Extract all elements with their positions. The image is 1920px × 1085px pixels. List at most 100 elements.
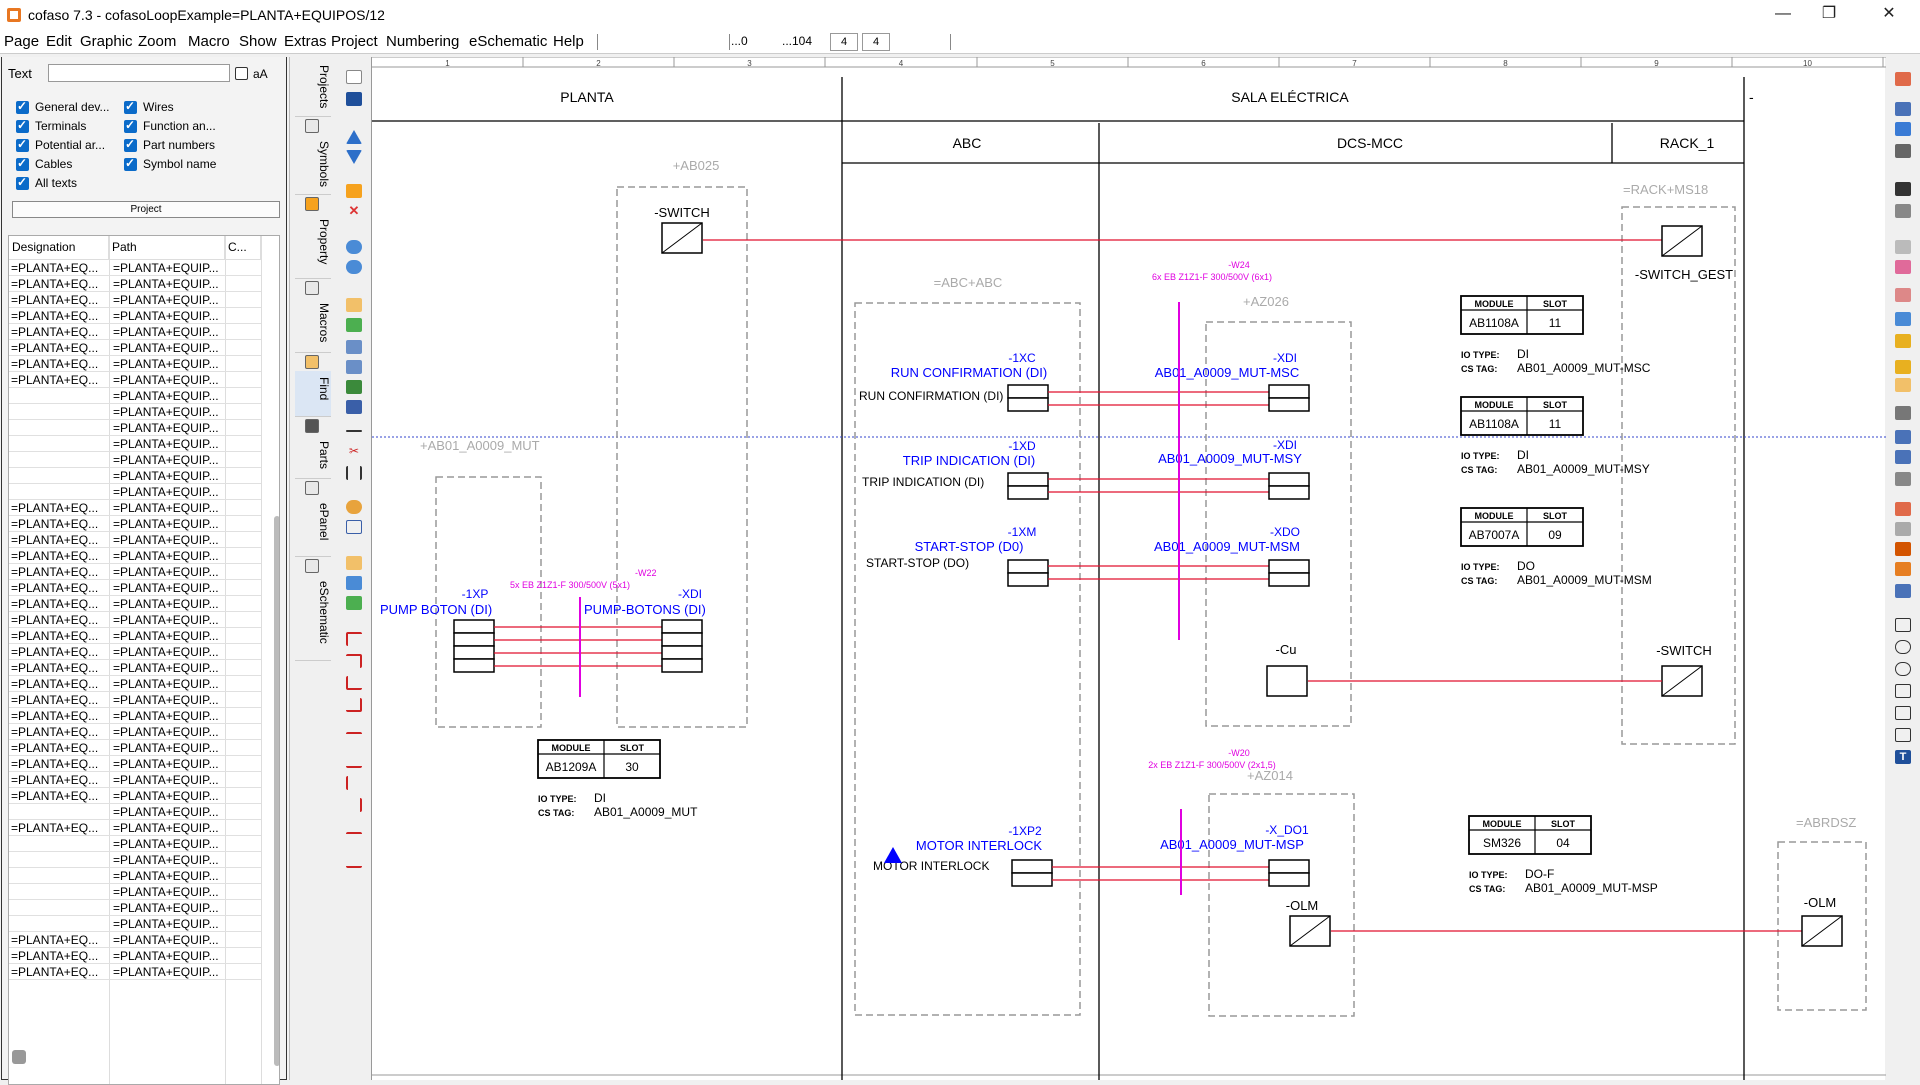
swatch-icon[interactable] (1895, 562, 1911, 576)
measure-icon[interactable] (346, 466, 362, 480)
check-icon[interactable] (346, 596, 362, 610)
tee-icon[interactable] (346, 732, 362, 746)
tee-icon[interactable] (346, 754, 362, 768)
wrench-icon[interactable] (1895, 312, 1911, 326)
text-icon[interactable]: T (1895, 750, 1911, 764)
document-icon[interactable] (1895, 72, 1911, 86)
menu-macro[interactable]: Macro (188, 33, 230, 50)
menu-zoom[interactable]: Zoom (138, 33, 177, 50)
grid-icon[interactable] (346, 400, 362, 414)
line-icon[interactable] (1895, 618, 1911, 632)
filter-checkbox-symbolname[interactable]: ✓ (124, 156, 137, 171)
tab-projects[interactable]: Projects (295, 59, 331, 117)
menu-project[interactable]: Project (331, 33, 378, 50)
junction-icon[interactable] (346, 854, 362, 868)
table-row[interactable]: =PLANTA+EQ...=PLANTA+EQUIP... (9, 516, 261, 532)
arrow-right-icon[interactable] (346, 318, 362, 332)
layout-icon[interactable] (1895, 122, 1911, 136)
column-header-path[interactable]: Path (109, 236, 225, 260)
gear-icon[interactable] (1895, 472, 1911, 486)
delete-icon[interactable]: ✕ (348, 203, 360, 218)
menu-graphic[interactable]: Graphic (80, 33, 133, 50)
table-row[interactable]: =PLANTA+EQ...=PLANTA+EQUIP... (9, 372, 261, 388)
table-row[interactable]: =PLANTA+EQ...=PLANTA+EQUIP... (9, 628, 261, 644)
table-row[interactable]: =PLANTA+EQ...=PLANTA+EQUIP... (9, 948, 261, 964)
table-row[interactable]: =PLANTA+EQUIP... (9, 804, 261, 820)
pen-icon[interactable] (346, 340, 362, 354)
undo-icon[interactable] (346, 240, 362, 254)
file-icon[interactable] (1895, 502, 1911, 516)
tab-find[interactable]: Find (295, 371, 331, 417)
corner-icon[interactable] (346, 698, 362, 712)
table-row[interactable]: =PLANTA+EQ...=PLANTA+EQUIP... (9, 548, 261, 564)
table-row[interactable]: =PLANTA+EQ...=PLANTA+EQUIP... (9, 292, 261, 308)
tab-parts[interactable]: Parts (295, 435, 331, 479)
filter-checkbox-function[interactable]: ✓ (124, 118, 137, 133)
menu-numbering[interactable]: Numbering (386, 33, 460, 50)
filter-checkbox-wires[interactable]: ✓ (124, 99, 137, 114)
page-box-2[interactable]: 4 (862, 33, 890, 51)
tree-icon[interactable] (346, 380, 362, 394)
refresh-icon[interactable] (1895, 430, 1911, 444)
vertical-scrollbar[interactable] (274, 516, 279, 1066)
arrow-up-icon[interactable] (346, 130, 362, 144)
table-row[interactable]: =PLANTA+EQ...=PLANTA+EQUIP... (9, 324, 261, 340)
cut-icon[interactable]: ✂ (348, 444, 360, 458)
tab-symbols[interactable]: Symbols (295, 135, 331, 195)
corner-icon[interactable] (346, 632, 362, 646)
filter-checkbox-general[interactable]: ✓ (16, 99, 29, 114)
tee-icon[interactable] (346, 776, 362, 790)
table-row[interactable]: =PLANTA+EQUIP... (9, 388, 261, 404)
maximize-button[interactable]: ❐ (1821, 5, 1837, 22)
menu-page[interactable]: Page (4, 33, 40, 50)
layer-icon[interactable] (346, 576, 362, 590)
search-icon[interactable] (1895, 584, 1911, 598)
table-row[interactable]: =PLANTA+EQ...=PLANTA+EQUIP... (9, 308, 261, 324)
print-icon[interactable] (1895, 144, 1911, 158)
window-icon[interactable] (346, 520, 362, 534)
stack-icon[interactable] (1895, 450, 1911, 464)
ball-icon[interactable] (1895, 522, 1911, 536)
table-row[interactable]: =PLANTA+EQUIP... (9, 420, 261, 436)
export-icon[interactable] (1895, 182, 1911, 196)
table-row[interactable]: =PLANTA+EQ...=PLANTA+EQUIP... (9, 644, 261, 660)
table-row[interactable]: =PLANTA+EQUIP... (9, 836, 261, 852)
table-row[interactable]: =PLANTA+EQ...=PLANTA+EQUIP... (9, 500, 261, 516)
column-header-designation[interactable]: Designation (9, 236, 109, 260)
table-row[interactable]: =PLANTA+EQUIP... (9, 404, 261, 420)
warning-icon[interactable] (1895, 334, 1911, 348)
arc-icon[interactable] (1895, 706, 1911, 720)
tab-macros[interactable]: Macros (295, 297, 331, 353)
new-page-icon[interactable] (346, 70, 362, 84)
table-row[interactable]: =PLANTA+EQ...=PLANTA+EQUIP... (9, 596, 261, 612)
filter-checkbox-potential[interactable]: ✓ (16, 137, 29, 152)
filter-checkbox-cables[interactable]: ✓ (16, 156, 29, 171)
table-row[interactable]: =PLANTA+EQUIP... (9, 468, 261, 484)
checklist-icon[interactable] (1895, 102, 1911, 116)
table-row[interactable]: =PLANTA+EQ...=PLANTA+EQUIP... (9, 260, 261, 276)
redo-icon[interactable] (346, 260, 362, 274)
filter-checkbox-terminals[interactable]: ✓ (16, 118, 29, 133)
table-row[interactable]: =PLANTA+EQ...=PLANTA+EQUIP... (9, 356, 261, 372)
table-row[interactable]: =PLANTA+EQ...=PLANTA+EQUIP... (9, 740, 261, 756)
corner-icon[interactable] (346, 654, 362, 668)
table-row[interactable]: =PLANTA+EQ...=PLANTA+EQUIP... (9, 724, 261, 740)
table-row[interactable]: =PLANTA+EQUIP... (9, 916, 261, 932)
table-row[interactable]: =PLANTA+EQUIP... (9, 436, 261, 452)
case-checkbox[interactable] (235, 67, 248, 80)
bulb-icon[interactable] (1895, 360, 1911, 374)
tee-icon[interactable] (346, 798, 362, 812)
table-row[interactable]: =PLANTA+EQ...=PLANTA+EQUIP... (9, 692, 261, 708)
page-icon[interactable] (1895, 240, 1911, 254)
pdf-icon[interactable] (1895, 260, 1911, 274)
menu-extras[interactable]: Extras (284, 33, 327, 50)
copy-icon[interactable] (346, 298, 362, 312)
project-button[interactable]: Project (12, 201, 280, 218)
table-row[interactable]: =PLANTA+EQ...=PLANTA+EQUIP... (9, 564, 261, 580)
pencil-icon[interactable] (346, 360, 362, 374)
table-row[interactable]: =PLANTA+EQ...=PLANTA+EQUIP... (9, 788, 261, 804)
folder-icon[interactable] (346, 556, 362, 570)
table-row[interactable]: =PLANTA+EQ...=PLANTA+EQUIP... (9, 932, 261, 948)
ellipse-icon[interactable] (1895, 662, 1911, 676)
